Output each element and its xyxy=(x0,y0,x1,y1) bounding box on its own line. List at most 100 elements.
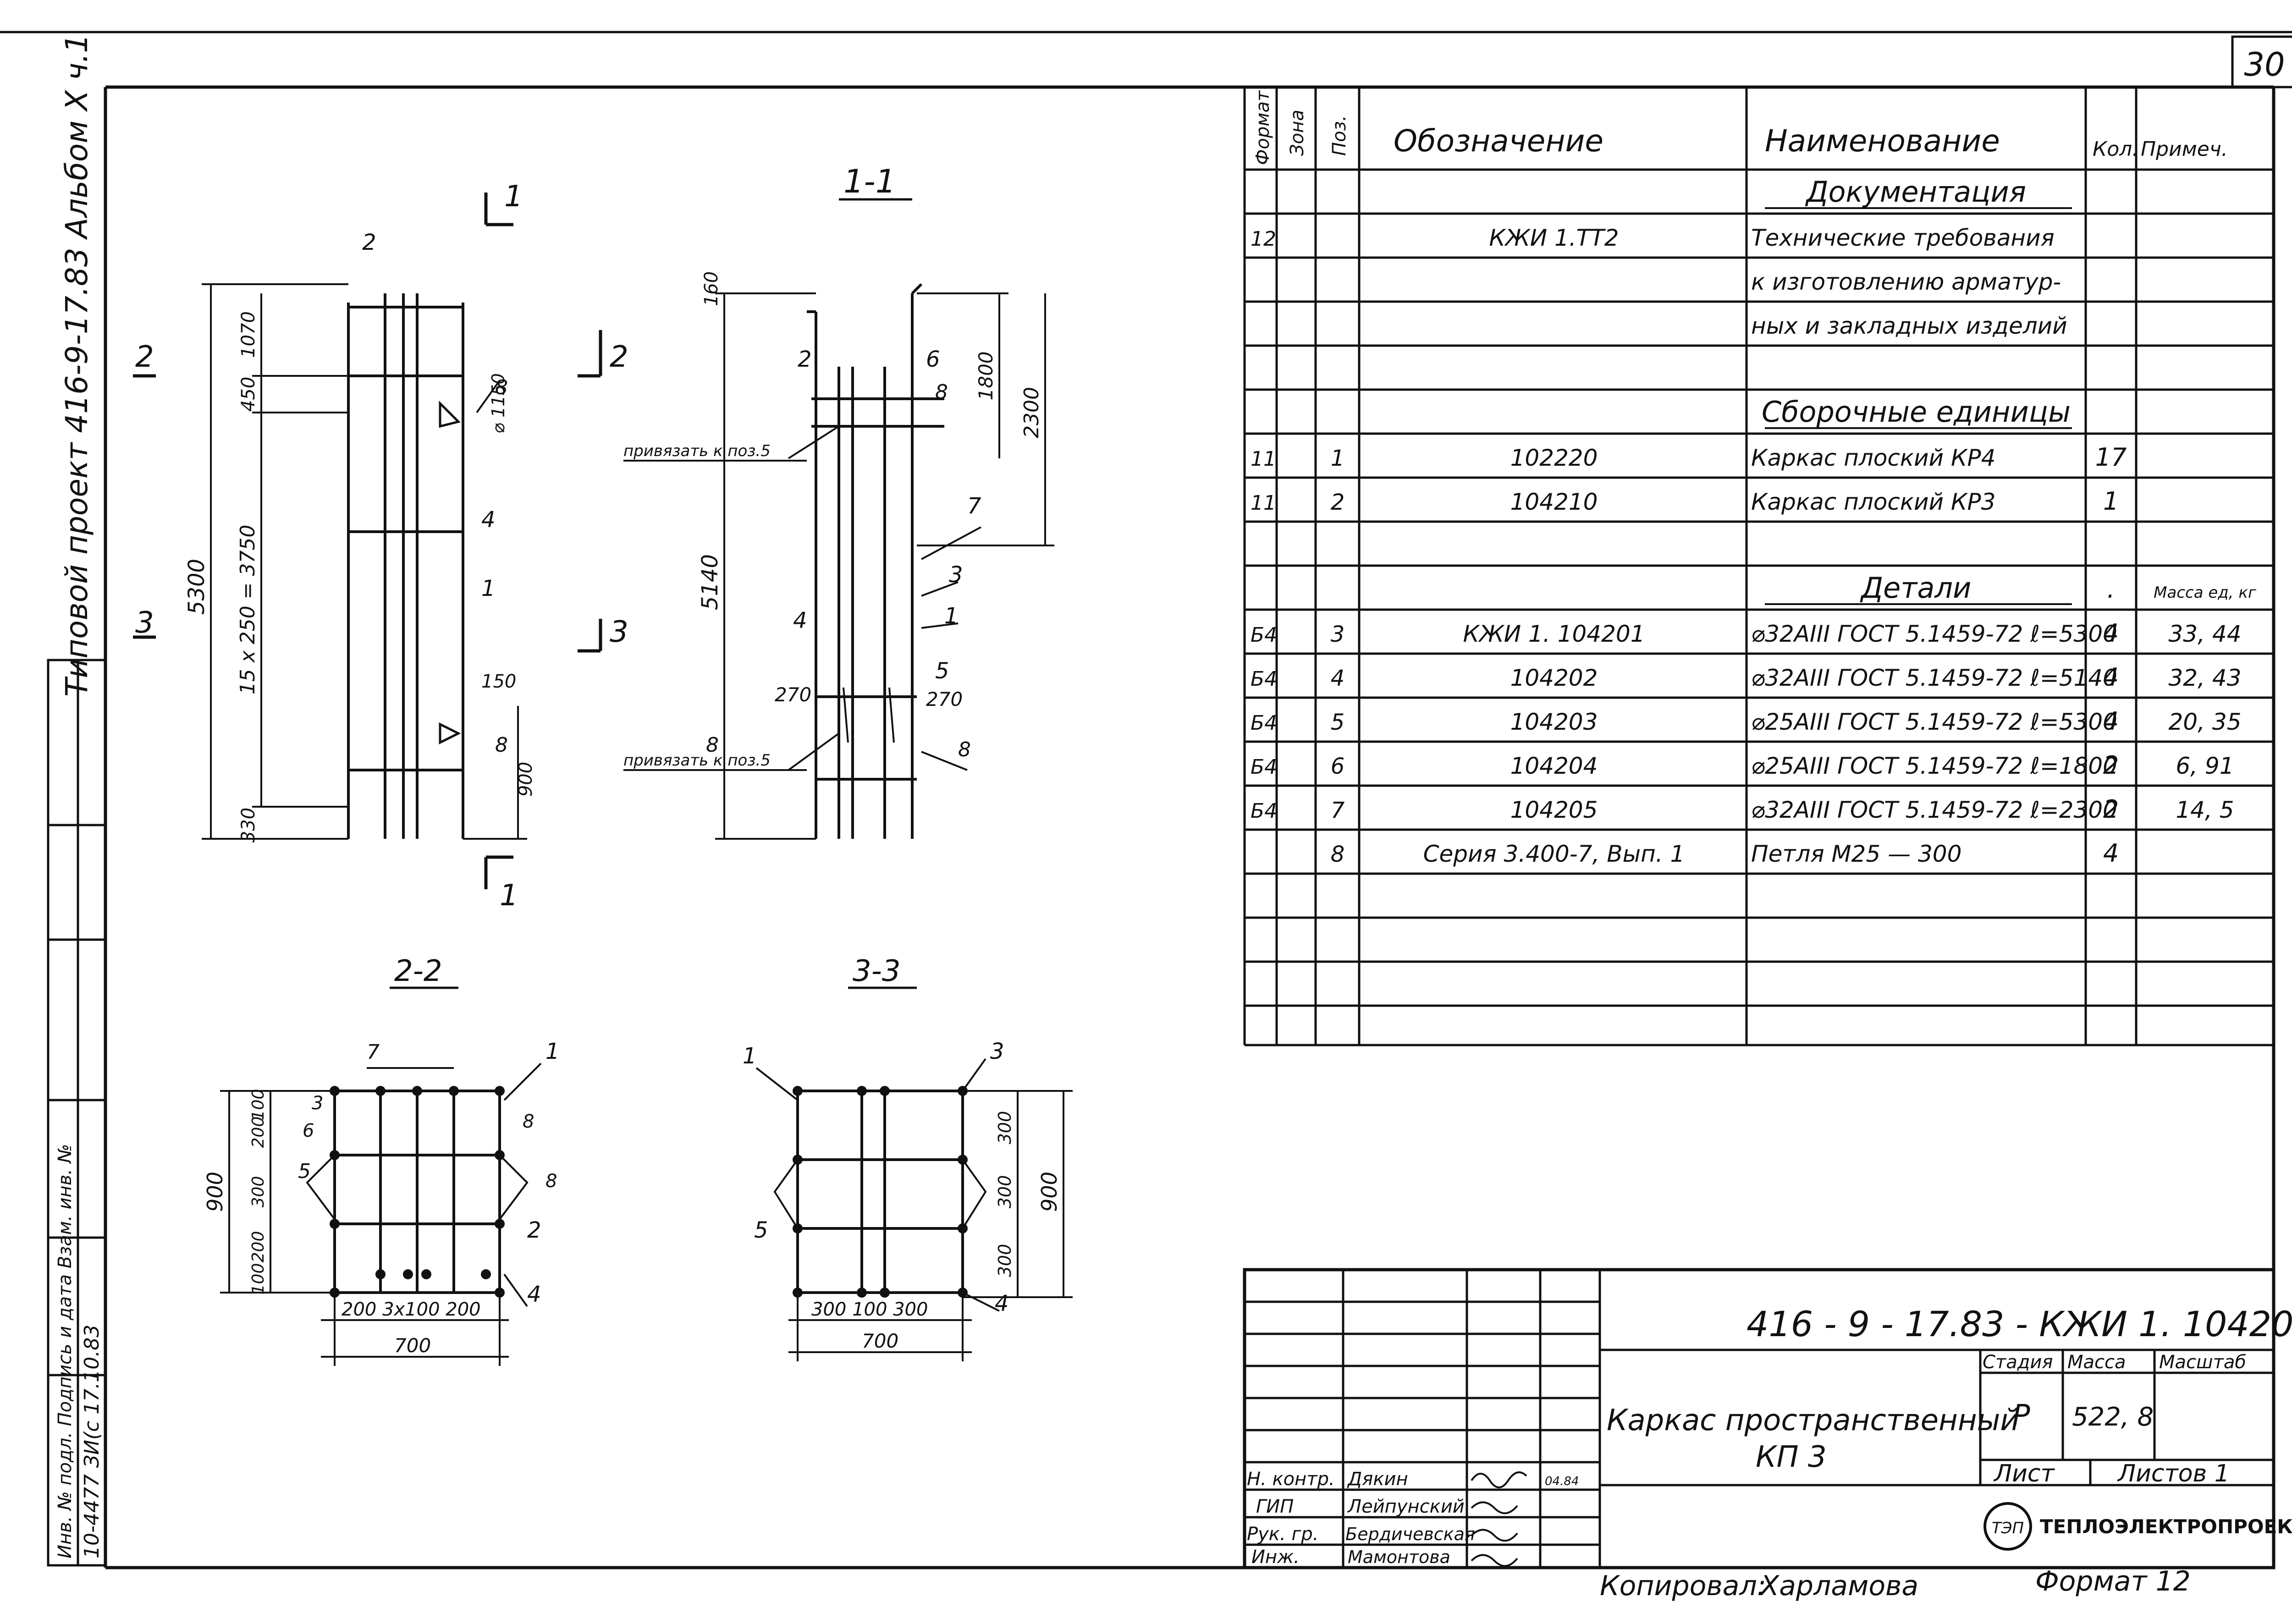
spec-note: 32, 43 xyxy=(2168,665,2241,691)
title-block-grid xyxy=(1243,1268,2275,1569)
dim-300c-33: 300 xyxy=(995,1244,1015,1277)
spec-note: 33, 44 xyxy=(2168,621,2241,647)
pos-7-right: 7 xyxy=(967,493,981,519)
dim-top-left: 1070 xyxy=(238,311,259,358)
dim-300a-33: 300 xyxy=(995,1111,1015,1145)
spec-note: 6, 91 xyxy=(2176,753,2234,779)
col-header-pos: Поз. xyxy=(1329,115,1350,156)
spec-designation: КЖИ 1. 104201 xyxy=(1463,621,1645,647)
spec-qty: . xyxy=(2107,575,2115,604)
spec-pos: 1 xyxy=(1331,446,1345,471)
spec-name: к изготовлению арматур- xyxy=(1751,269,2061,295)
pos-5-22: 5 xyxy=(298,1160,311,1183)
cut-1-bottom: 1 xyxy=(500,879,518,913)
dim-300-22: 300 xyxy=(249,1176,268,1208)
project-label: Типовой проект 416-9-17.83 xyxy=(59,248,94,697)
dim-200b-22: 200 xyxy=(249,1231,268,1263)
album-label: Альбом X ч.1 xyxy=(59,34,94,240)
spec-pos: 4 xyxy=(1331,666,1345,691)
col-header-zone: Зона xyxy=(1287,110,1308,156)
spec-name: ⌀32АIII ГОСТ 5.1459-72 ℓ=5300 xyxy=(1751,621,2117,647)
pos-8a-22: 8 xyxy=(523,1111,534,1132)
spec-name: ⌀25АIII ГОСТ 5.1459-72 ℓ=5300 xyxy=(1751,709,2117,735)
spec-designation: 104204 xyxy=(1510,753,1598,779)
pos-8a-left: 8 xyxy=(495,376,508,399)
drawing-title-line1: Каркас пространственный xyxy=(1607,1404,2019,1437)
pos-8a-right: 8 xyxy=(935,380,948,404)
note-attach-a: привязать к поз.5 xyxy=(623,442,771,460)
spec-pos: 7 xyxy=(1331,798,1345,823)
dim-1800-right: 1800 xyxy=(975,352,997,401)
pos-1-left: 1 xyxy=(481,576,496,601)
dim-700-22: 700 xyxy=(394,1334,431,1357)
section-label-1-1: 1-1 xyxy=(843,163,896,200)
mass-value: 522, 8 xyxy=(2072,1402,2154,1432)
spec-designation: 104202 xyxy=(1510,665,1598,691)
spec-qty: 17 xyxy=(2095,443,2127,472)
drawing-title-line2: КП 3 xyxy=(1756,1440,1827,1474)
copied-label: Копировал: xyxy=(1600,1570,1766,1602)
pos-4-left: 4 xyxy=(481,507,496,533)
pos-8b-left: 8 xyxy=(495,733,508,757)
spec-name: ных и закладных изделий xyxy=(1751,313,2067,339)
name-inzh: Мамонтова xyxy=(1348,1547,1450,1567)
spec-designation: 104205 xyxy=(1510,797,1598,823)
section-3-3: 3-3 900 30 xyxy=(743,954,1073,1361)
dim-100a-22: 100 xyxy=(249,1089,268,1121)
dim-200a-22: 200 xyxy=(249,1117,268,1148)
mass-label: Масса xyxy=(2067,1352,2126,1373)
col-header-format: Формат xyxy=(1252,90,1273,165)
pos-6-22: 6 xyxy=(303,1120,314,1141)
pos-4-right: 4 xyxy=(793,608,807,633)
pos-3-33: 3 xyxy=(990,1039,1004,1064)
pos-7-22: 7 xyxy=(367,1040,380,1064)
dim-270b-right: 270 xyxy=(926,688,963,710)
dim-100b-22: 100 xyxy=(249,1263,268,1295)
spec-note: Масса ед, кг xyxy=(2154,584,2257,602)
spec-note: 20, 35 xyxy=(2168,709,2241,735)
cut-3-right: 3 xyxy=(610,615,628,649)
org-name: ТЕПЛОЭЛЕКТРОПРОЕКТ xyxy=(2040,1515,2292,1538)
spec-qty: 4 xyxy=(2103,619,2119,648)
dim-total-right: 5140 xyxy=(697,554,723,610)
spec-qty: 1 xyxy=(2103,487,2119,516)
pos-8b-22: 8 xyxy=(545,1171,557,1192)
sheet-number: 30 xyxy=(2244,46,2285,83)
spec-qty: 4 xyxy=(2103,663,2119,692)
spec-designation: 104203 xyxy=(1510,709,1598,735)
margin-stamp xyxy=(47,659,107,1567)
spec-format: Б4 xyxy=(1251,755,1277,779)
cut-3-left: 3 xyxy=(135,606,154,640)
spec-table-grid xyxy=(1243,87,2275,1046)
date-n-kontr: 04.84 xyxy=(1545,1475,1579,1488)
dim-700-33: 700 xyxy=(862,1330,898,1352)
role-n-kontr: Н. контр. xyxy=(1247,1469,1335,1490)
pos-5-right: 5 xyxy=(935,658,949,684)
spec-note: 14, 5 xyxy=(2176,797,2234,823)
scale-label: Масштаб xyxy=(2159,1352,2246,1373)
pos-1-33: 1 xyxy=(743,1043,757,1069)
spec-pos: 5 xyxy=(1331,710,1345,735)
stage-value: Р xyxy=(2012,1399,2030,1433)
pos-4-22: 4 xyxy=(527,1282,541,1307)
spec-designation: Серия 3.400-7, Вып. 1 xyxy=(1423,841,1685,867)
role-inzh: Инж. xyxy=(1251,1547,1300,1568)
spec-name: ⌀25АIII ГОСТ 5.1459-72 ℓ=1800 xyxy=(1751,753,2117,779)
dim-900-22: 900 xyxy=(203,1172,227,1212)
spec-pos: 3 xyxy=(1331,622,1345,647)
spec-name: Технические требования xyxy=(1751,225,2055,251)
stamp-values: 10-4477 ЗИ(с 17.10.83 xyxy=(80,1325,104,1558)
spec-format: 12 xyxy=(1251,227,1276,251)
pos-8c-right: 8 xyxy=(958,738,971,761)
name-n-kontr: Дякин xyxy=(1347,1469,1408,1490)
pos-2-left: 2 xyxy=(362,230,376,255)
dim-300b-33: 300 xyxy=(995,1175,1015,1209)
spec-pos: 8 xyxy=(1331,842,1345,867)
col-header-qty: Кол. xyxy=(2093,138,2138,161)
spec-section-heading: Сборочные единицы xyxy=(1762,395,2071,429)
spec-designation: 102220 xyxy=(1510,445,1598,471)
dim-450-left: 450 xyxy=(238,377,259,412)
pos-2-22: 2 xyxy=(527,1217,541,1243)
